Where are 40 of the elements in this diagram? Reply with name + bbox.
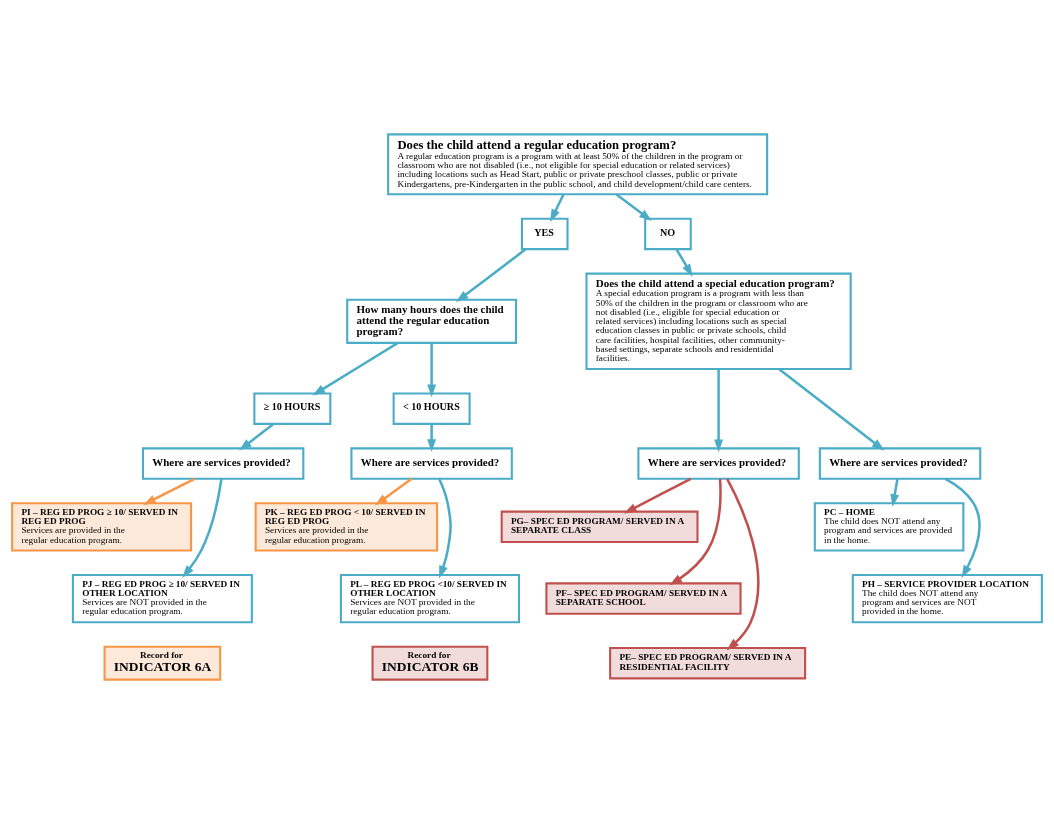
node-box: PK – REG ED PROG < 10/ SERVED IN REG ED PROG Services are provided in the regular education program. bbox=[254, 501, 439, 552]
arrow bbox=[623, 477, 692, 513]
node-box: PI – REG ED PROG ≥ 10/ SERVED IN REG ED PROG Services are provided in the regular education program. bbox=[11, 501, 193, 552]
node-box: Record for INDICATOR 6A bbox=[103, 645, 222, 681]
arrow bbox=[427, 423, 437, 452]
node-box: PJ – REG ED PROG ≥ 10/ SERVED IN OTHER LOCATION Services are NOT provided in the regular education program. bbox=[71, 573, 253, 623]
node-box: YES bbox=[520, 217, 569, 250]
node-box: How many hours does the child attend the regular education program? bbox=[346, 298, 518, 344]
node-box: PF– SPEC ED PROGRAM/ SERVED IN A SEPARATE SCHOOL bbox=[545, 581, 742, 615]
node-box: PL – REG ED PROG <10/ SERVED IN OTHER LOCATION Services are NOT provided in the regular education program. bbox=[339, 573, 521, 623]
arrow bbox=[427, 342, 437, 397]
arrow bbox=[239, 422, 275, 451]
arrow bbox=[675, 248, 693, 277]
node-box: PE– SPEC ED PROGRAM/ SERVED IN A RESIDENTIAL FACILITY bbox=[609, 646, 807, 679]
node-box: PG– SPEC ED PROGRAM/ SERVED IN A SEPARATE CLASS bbox=[500, 510, 699, 543]
arrow bbox=[182, 478, 223, 578]
arrow bbox=[669, 478, 722, 585]
node-box: NO bbox=[644, 217, 692, 250]
arrow bbox=[714, 368, 724, 452]
arrow bbox=[550, 193, 565, 222]
node-box: PH – SERVICE PROVIDER LOCATION The child does NOT attend any program and services are NOT provided in the home. bbox=[851, 573, 1043, 623]
node-box: Does the child attend a special education program? A special education program is a program with less than 50% of the children in the program or classroom who are not disabled (i.e., eligible for special education or related services) including locations such as special education classes in public or private schools, child care facilities, hospital facilities, other community-based settings, separate schools and residentidal facilities. bbox=[585, 272, 852, 370]
node-box: PC – HOME The child does NOT attend any program and services are provided in the home. bbox=[813, 501, 965, 552]
node-box: Record for INDICATOR 6B bbox=[371, 645, 489, 681]
node-box: Where are services provided? bbox=[637, 446, 800, 480]
arrow bbox=[778, 367, 885, 451]
node-box: < 10 HOURS bbox=[392, 391, 471, 425]
arrow bbox=[374, 477, 413, 505]
arrow bbox=[726, 477, 760, 650]
arrow bbox=[438, 478, 452, 578]
arrow bbox=[944, 477, 981, 578]
node-box: ≥ 10 HOURS bbox=[253, 391, 332, 425]
arrow bbox=[615, 192, 652, 221]
node-box: Where are services provided? bbox=[350, 446, 513, 480]
arrow bbox=[455, 247, 527, 302]
node-box: Where are services provided? bbox=[141, 446, 305, 480]
node-box: Where are services provided? bbox=[818, 446, 982, 480]
node-box: Does the child attend a regular education program? A regular education program is a program with at least 50% of the children in the program or classroom who are not disabled (i.e., not eligible for special education or related services) including locations such as Head Start, public or private preschool classes, public or private Kindergartens, pre-Kindergarten in the public school, and child development/child care centers. bbox=[387, 132, 769, 195]
arrow bbox=[312, 341, 399, 395]
arrow bbox=[143, 477, 196, 505]
